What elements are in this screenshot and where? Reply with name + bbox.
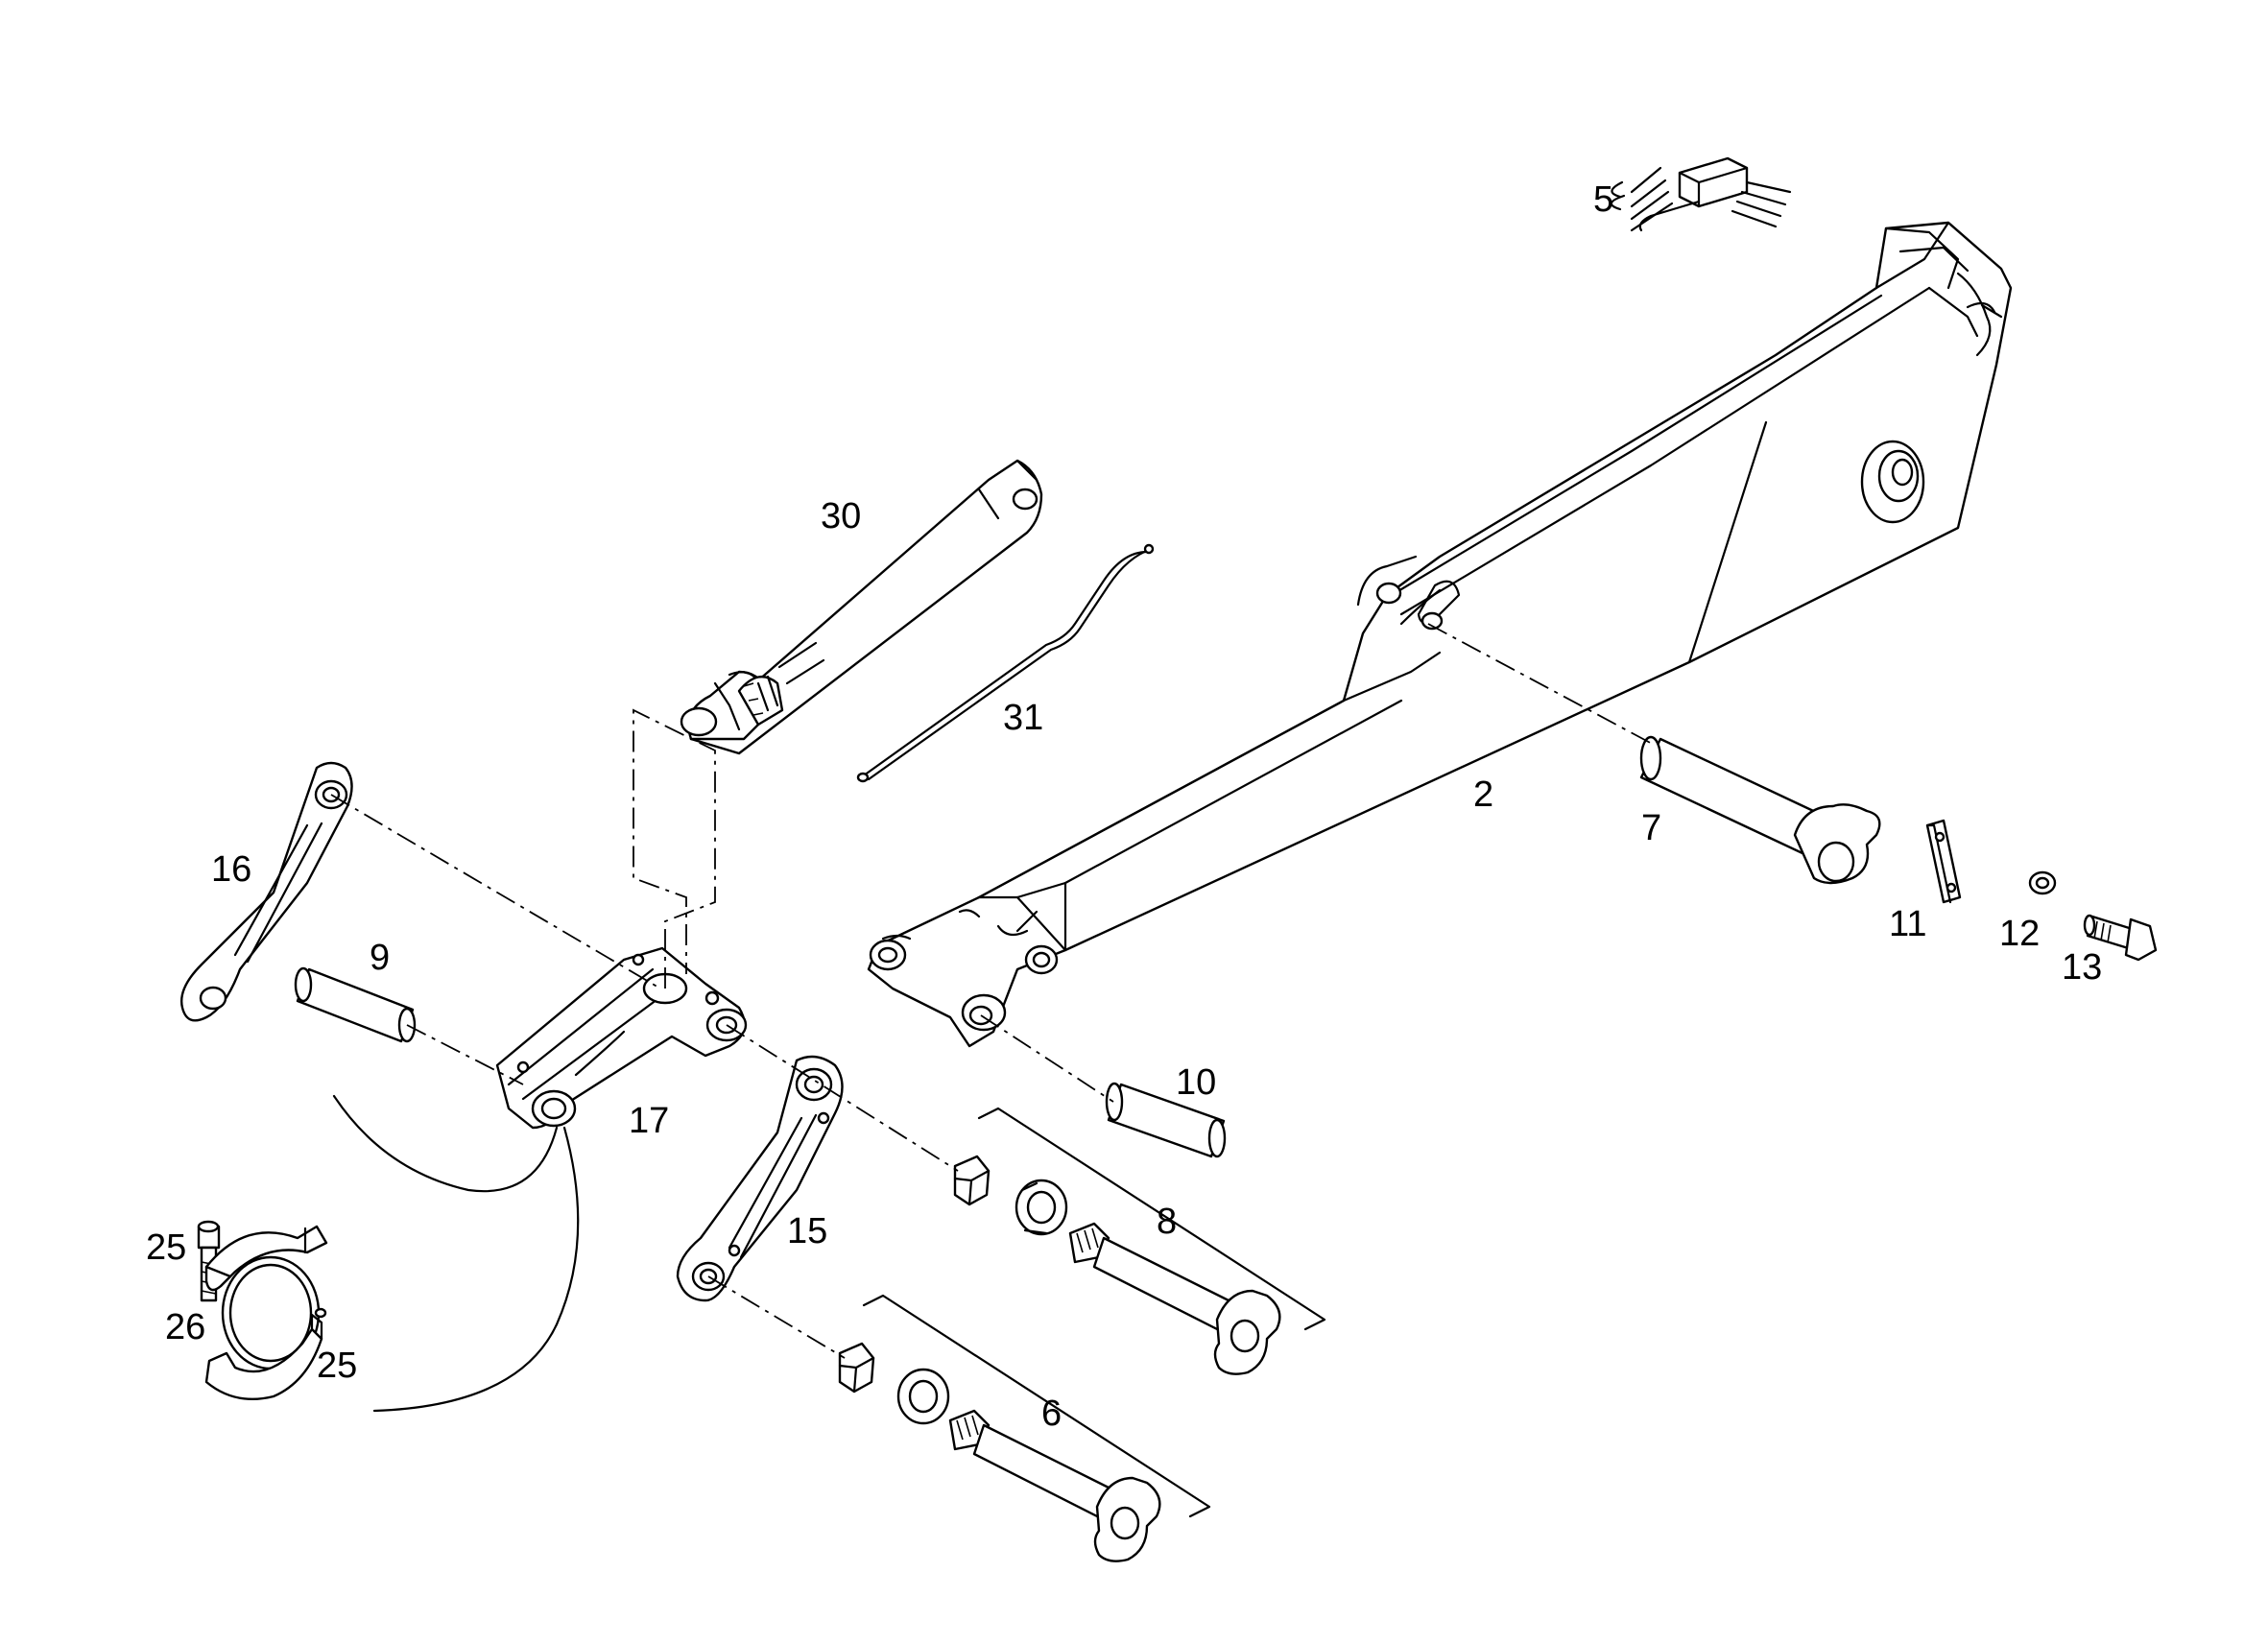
label-part-25-lower: 25	[317, 1346, 357, 1386]
label-part-13: 13	[2062, 947, 2102, 988]
part-30-cylinder	[680, 459, 1043, 755]
part-15-link	[676, 1055, 844, 1302]
part-12-washer	[2028, 870, 2057, 895]
alignment-lines	[330, 623, 1657, 1359]
part-31-pipe	[856, 543, 1155, 783]
label-part-16: 16	[211, 849, 251, 890]
part-9-pin	[294, 966, 417, 1043]
label-part-26: 26	[165, 1307, 205, 1347]
label-part-25-upper: 25	[146, 1227, 186, 1268]
label-part-17: 17	[629, 1101, 669, 1141]
label-part-10: 10	[1176, 1062, 1216, 1103]
label-part-11: 11	[1889, 904, 1926, 944]
part-17-rocker	[495, 946, 748, 1130]
label-part-15: 15	[787, 1211, 827, 1251]
part-11-plate	[1925, 819, 1962, 904]
part-2-boom	[867, 221, 2013, 1048]
label-part-12: 12	[1999, 914, 2040, 954]
label-part-31: 31	[1003, 698, 1043, 738]
label-part-8: 8	[1157, 1202, 1177, 1242]
label-part-2: 2	[1473, 774, 1493, 815]
part-13-bolt	[2083, 914, 2158, 962]
label-part-7: 7	[1641, 808, 1661, 848]
label-part-30: 30	[821, 496, 861, 536]
part-25-clamp-upper	[204, 1225, 328, 1292]
label-part-5: 5	[1593, 179, 1613, 220]
part-5-connector	[1610, 156, 1792, 232]
sweep-curves	[332, 1094, 580, 1413]
part-8-pin-assembly	[953, 1107, 1326, 1375]
label-part-9: 9	[370, 938, 390, 978]
label-part-6: 6	[1041, 1394, 1062, 1434]
part-7-pin	[1639, 735, 1881, 885]
part-6-pin-assembly	[838, 1294, 1211, 1562]
callout-labels: 2 5 6 7 8 9 10 11 12 13 15 16 17 25 26 2…	[146, 179, 2102, 1434]
part-25-clamp-lower	[204, 1307, 327, 1400]
part-26-ring	[221, 1255, 321, 1370]
part-10-pin	[1105, 1082, 1227, 1158]
part-16-link	[180, 761, 353, 1022]
